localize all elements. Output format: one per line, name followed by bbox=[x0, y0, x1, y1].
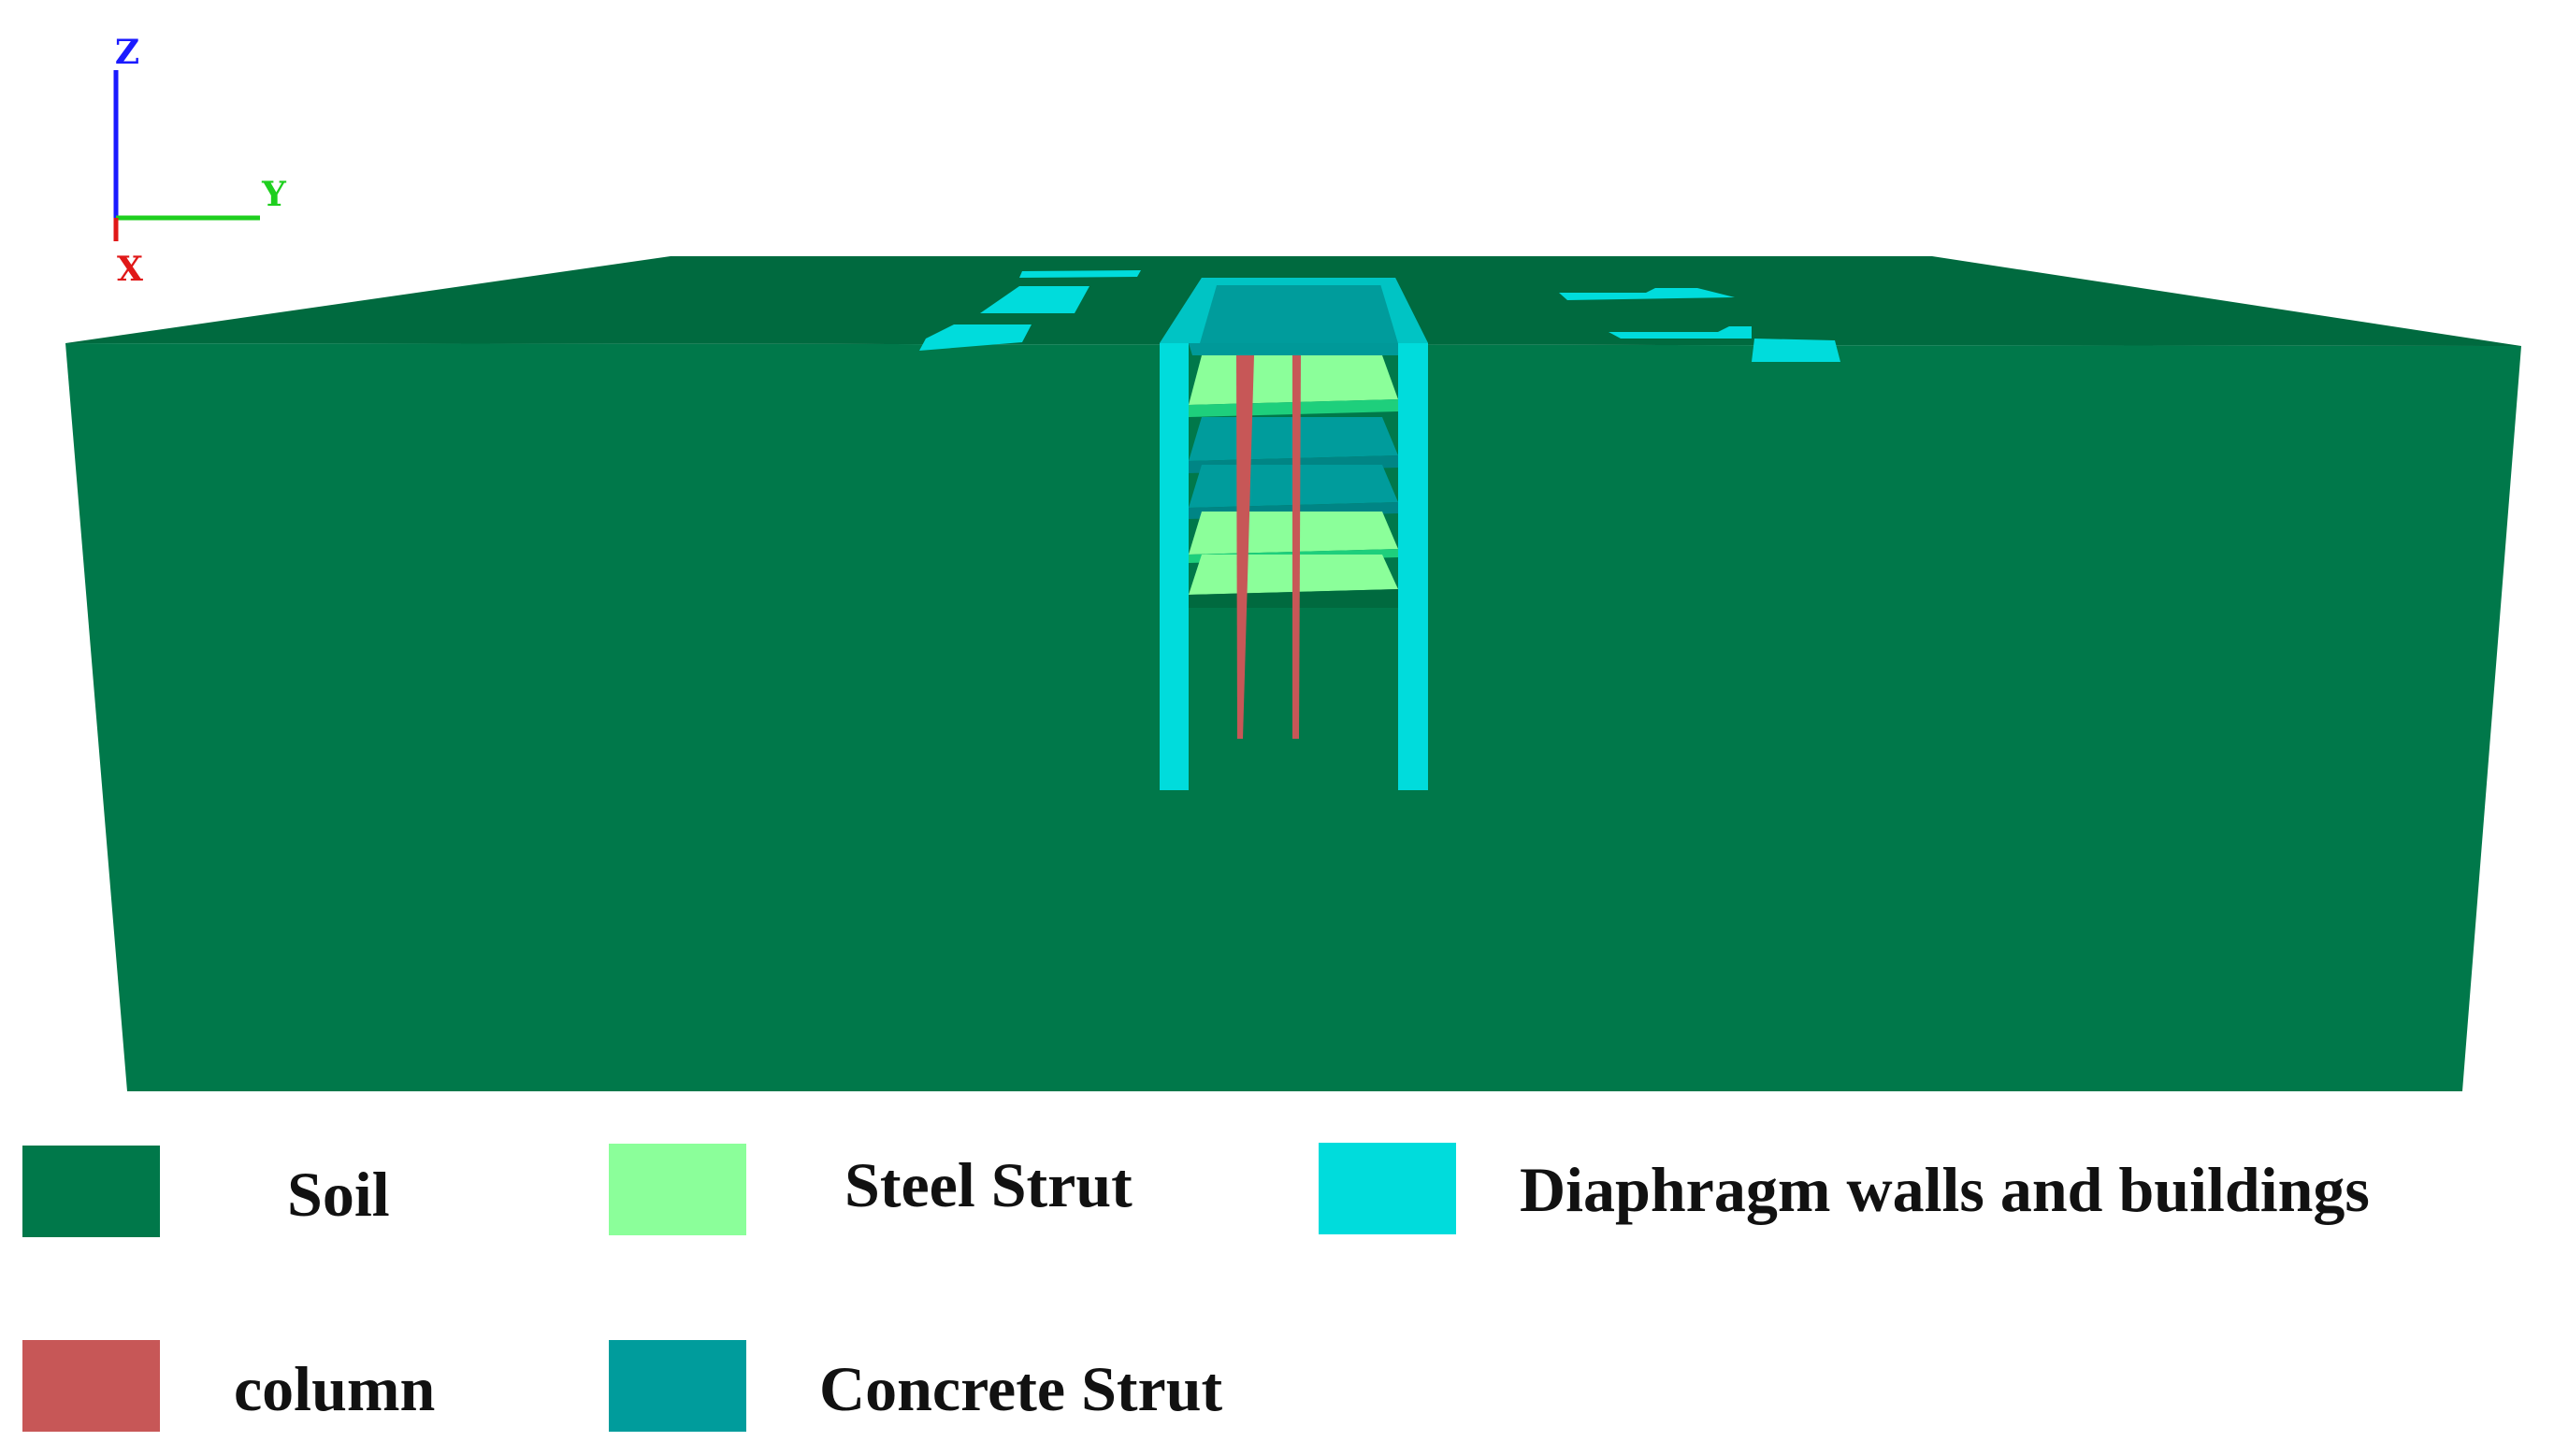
building-left-1 bbox=[1019, 270, 1141, 278]
excavation-upper-cavity bbox=[1189, 343, 1398, 355]
diaphragm-wall-right-top bbox=[1378, 278, 1428, 343]
diaphragm-wall-left bbox=[1160, 343, 1189, 790]
legend-swatch-concrete-strut bbox=[609, 1340, 746, 1432]
axis-triad: Z Y X bbox=[113, 33, 287, 289]
building-right-2 bbox=[1609, 326, 1752, 339]
excavation-back-floor bbox=[1200, 285, 1398, 343]
z-axis-label: Z bbox=[115, 33, 139, 72]
diaphragm-wall-right bbox=[1398, 343, 1428, 790]
building-right-3 bbox=[1752, 339, 1840, 362]
x-axis-label: X bbox=[117, 250, 143, 289]
building-left-2 bbox=[980, 286, 1089, 313]
y-axis-label: Y bbox=[261, 175, 287, 214]
legend-label-column: column bbox=[234, 1353, 435, 1424]
surface-buildings bbox=[919, 270, 1840, 362]
building-right-1 bbox=[1559, 288, 1735, 300]
legend-swatch-soil bbox=[22, 1146, 160, 1237]
legend-label-diaphragm: Diaphragm walls and buildings bbox=[1520, 1154, 2370, 1225]
legend: Soil Steel Strut Diaphragm walls and bui… bbox=[22, 1143, 2370, 1432]
column-left bbox=[1236, 355, 1254, 739]
legend-swatch-column bbox=[22, 1340, 160, 1432]
legend-swatch-diaphragm bbox=[1319, 1143, 1456, 1234]
building-left-3 bbox=[919, 324, 1032, 351]
legend-label-soil: Soil bbox=[287, 1159, 390, 1230]
legend-swatch-steel-strut bbox=[609, 1144, 746, 1235]
column-right bbox=[1292, 355, 1301, 739]
excavation bbox=[1160, 278, 1428, 790]
diaphragm-wall-left-top bbox=[1160, 278, 1219, 343]
legend-label-concrete-strut: Concrete Strut bbox=[819, 1353, 1223, 1424]
legend-label-steel-strut: Steel Strut bbox=[844, 1149, 1133, 1220]
